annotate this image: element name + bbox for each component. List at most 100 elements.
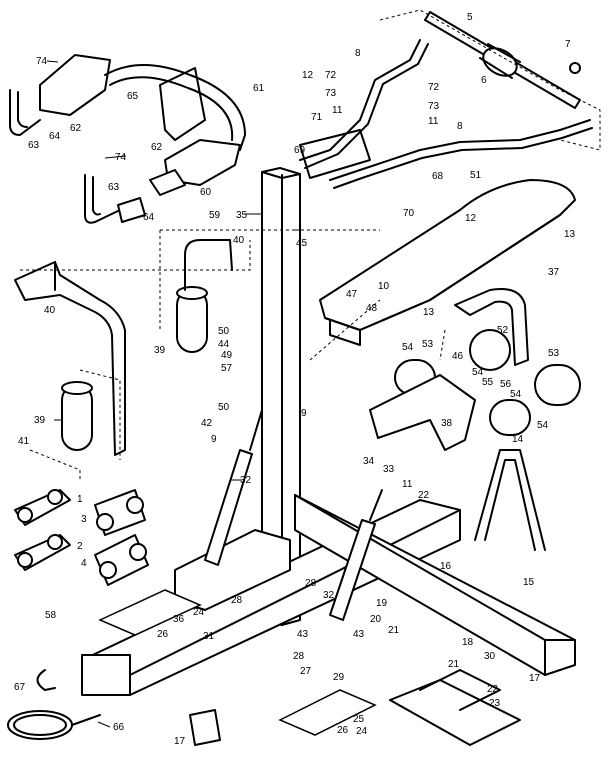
rear-support-leg <box>474 449 546 551</box>
callout-65: 65 <box>127 91 139 102</box>
callout-46: 46 <box>452 351 464 362</box>
callout-19: 19 <box>376 598 388 609</box>
callout-22: 22 <box>418 490 430 501</box>
callout-36: 36 <box>173 614 185 625</box>
leg-extension-assembly <box>369 288 581 451</box>
callout-12: 12 <box>302 70 314 81</box>
callout-26: 26 <box>157 629 169 640</box>
callout-56: 56 <box>500 379 512 390</box>
callout-6: 6 <box>481 75 487 86</box>
callout-54: 54 <box>472 367 484 378</box>
callout-23: 23 <box>489 698 501 709</box>
callout-53: 53 <box>422 339 434 350</box>
callout-73: 73 <box>325 88 337 99</box>
callout-11: 11 <box>332 105 343 116</box>
callout-39: 39 <box>34 415 46 426</box>
callout-3: 3 <box>81 514 87 525</box>
callout-69: 69 <box>294 145 306 156</box>
callout-12: 12 <box>465 213 477 224</box>
callout-30: 30 <box>484 651 496 662</box>
callout-71: 71 <box>311 112 323 123</box>
callout-64: 64 <box>143 212 155 223</box>
callout-labels: 5 7 6 74 65 61 62 64 63 8 12 72 73 11 71… <box>14 12 576 747</box>
callout-7: 7 <box>565 39 571 50</box>
callout-16: 16 <box>440 561 452 572</box>
callout-73: 73 <box>428 101 440 112</box>
floor-bracket <box>389 669 521 746</box>
callout-60: 60 <box>200 187 212 198</box>
callout-43: 43 <box>353 629 365 640</box>
callout-4: 4 <box>81 558 87 569</box>
top-roller-bar-assembly <box>379 9 601 151</box>
callout-57: 57 <box>221 363 233 374</box>
callout-37: 37 <box>548 267 560 278</box>
callout-20: 20 <box>370 614 382 625</box>
callout-52: 52 <box>497 325 509 336</box>
callout-31: 31 <box>203 631 215 642</box>
callout-33: 33 <box>383 464 395 475</box>
callout-21: 21 <box>388 625 400 636</box>
callout-39: 39 <box>154 345 166 356</box>
callout-40: 40 <box>233 235 245 246</box>
callout-34: 34 <box>363 456 375 467</box>
callout-24: 24 <box>356 726 368 737</box>
callout-10: 10 <box>378 281 390 292</box>
callout-15: 15 <box>523 577 535 588</box>
callout-58: 58 <box>45 610 57 621</box>
callout-leader-lines <box>46 60 262 728</box>
assembly-guide-lines <box>20 229 446 480</box>
callout-59: 59 <box>209 210 221 221</box>
callout-63: 63 <box>28 140 40 151</box>
roller-pads <box>61 239 233 451</box>
callout-64: 64 <box>49 131 61 142</box>
callout-44: 44 <box>218 339 230 350</box>
callout-55: 55 <box>482 377 494 388</box>
seat-back-frames <box>299 39 593 189</box>
callout-53: 53 <box>548 348 560 359</box>
callout-72: 72 <box>325 70 337 81</box>
callout-22: 22 <box>487 684 499 695</box>
leg-developer-pads <box>9 54 246 224</box>
callout-50: 50 <box>218 326 230 337</box>
callout-9: 9 <box>211 434 217 445</box>
callout-61: 61 <box>253 83 265 94</box>
callout-41: 41 <box>18 436 30 447</box>
callout-1: 1 <box>77 494 83 505</box>
callout-14: 14 <box>512 434 524 445</box>
callout-11: 11 <box>402 479 413 490</box>
callout-68: 68 <box>432 171 444 182</box>
callout-74: 74 <box>36 56 48 67</box>
bushing-links <box>14 489 149 586</box>
callout-17: 17 <box>529 673 541 684</box>
callout-28: 28 <box>293 651 305 662</box>
callout-40: 40 <box>44 305 56 316</box>
callout-48: 48 <box>366 303 378 314</box>
callout-8: 8 <box>457 121 463 132</box>
callout-32: 32 <box>240 475 252 486</box>
callout-29: 29 <box>333 672 345 683</box>
callout-67: 67 <box>14 682 26 693</box>
callout-5: 5 <box>467 12 473 23</box>
callout-72: 72 <box>428 82 440 93</box>
callout-43: 43 <box>297 629 309 640</box>
callout-66: 66 <box>113 722 125 733</box>
callout-2: 2 <box>77 541 83 552</box>
callout-17: 17 <box>174 736 186 747</box>
callout-27: 27 <box>300 666 312 677</box>
callout-49: 49 <box>221 350 233 361</box>
callout-62: 62 <box>151 142 163 153</box>
callout-70: 70 <box>403 208 415 219</box>
left-upright-frame <box>14 261 126 456</box>
callout-54: 54 <box>402 342 414 353</box>
callout-18: 18 <box>462 637 474 648</box>
seat-pad <box>319 179 576 346</box>
callout-9: 9 <box>301 408 307 419</box>
callout-32: 32 <box>323 590 335 601</box>
callout-26: 26 <box>337 725 349 736</box>
callout-42: 42 <box>201 418 213 429</box>
callout-25: 25 <box>353 714 365 725</box>
callout-47: 47 <box>346 289 358 300</box>
callout-28: 28 <box>305 578 317 589</box>
callout-13: 13 <box>564 229 576 240</box>
